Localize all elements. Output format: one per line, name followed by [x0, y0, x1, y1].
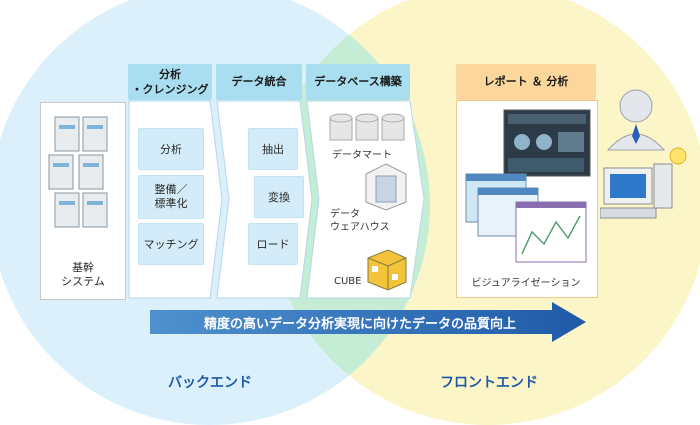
user-icon [600, 89, 687, 219]
cube-icon [367, 249, 407, 291]
quality-arrow [150, 302, 586, 342]
data-warehouse-label-line1: データ [330, 209, 360, 220]
stage-database-header: データベース構築 [306, 64, 410, 100]
pill-standardize: 整備／ 標準化 [138, 175, 204, 219]
source-system-panel: 基幹 システム [40, 102, 126, 300]
data-warehouse-label: データ ウェアハウス [330, 208, 410, 234]
datamart-label: データマート [332, 150, 392, 161]
pill-standardize-line2: 標準化 [154, 197, 188, 210]
stage-analysis-title-line1: 分析 [159, 68, 181, 81]
stage-integration-header: データ統合 [216, 64, 302, 100]
server-icon [48, 116, 108, 228]
pill-extract: 抽出 [248, 128, 298, 170]
stage-analysis-title-line2: ・クレンジング [131, 83, 209, 96]
source-label-line1: 基幹 [72, 261, 94, 274]
source-label-line2: システム [61, 275, 105, 288]
frontend-label: フロントエンド [440, 375, 538, 391]
data-warehouse-icon [365, 163, 407, 211]
report-header: レポート ＆ 分析 [456, 64, 596, 100]
data-warehouse-label-line2: ウェアハウス [330, 222, 390, 233]
quality-arrow-text: 精度の高いデータ分析実現に向けたデータの品質向上 [203, 317, 516, 332]
stage-analysis-header: 分析 ・クレンジング [128, 64, 212, 100]
pill-load: ロード [248, 223, 298, 265]
visualization-screens-icon [465, 109, 591, 263]
datamart-icon [329, 113, 405, 141]
cube-label: CUBE [334, 276, 362, 287]
backend-label: バックエンド [168, 375, 252, 391]
pill-matching: マッチング [138, 223, 204, 265]
pill-standardize-line1: 整備／ [154, 183, 188, 196]
pill-analysis: 分析 [138, 128, 204, 170]
pill-transform: 変換 [254, 176, 304, 218]
visualization-caption: ビジュアライゼーション [471, 278, 581, 289]
